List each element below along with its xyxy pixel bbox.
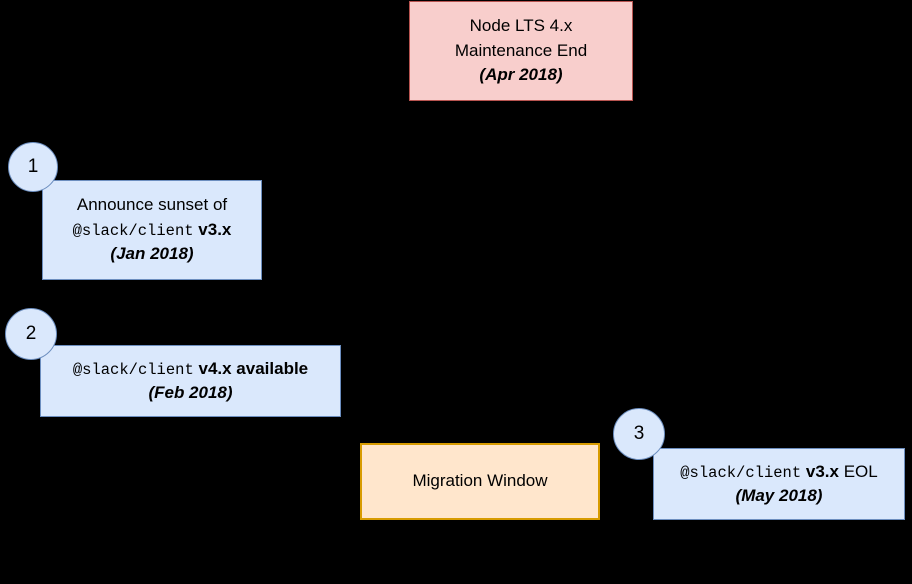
step-badge-1-label: 1	[27, 156, 39, 177]
node-v3-eol[interactable]: @slack/client v3.x EOL (May 2018)	[653, 448, 905, 520]
package-name-text: @slack/client	[680, 463, 802, 482]
step-badge-1[interactable]: 1	[8, 142, 58, 192]
version-text: v3.x	[198, 219, 232, 239]
v4-line-1: @slack/client v4.x available	[73, 357, 308, 381]
node-lts-date: (Apr 2018)	[479, 65, 563, 85]
package-name-text: @slack/client	[72, 360, 194, 379]
node-announce-sunset[interactable]: Announce sunset of @slack/client v3.x (J…	[42, 180, 262, 280]
eol-text: EOL	[843, 461, 878, 481]
eol-date: (May 2018)	[735, 486, 823, 505]
announce-line-1: Announce sunset of	[76, 195, 228, 215]
announce-line-2: @slack/client v3.x	[73, 218, 232, 242]
eol-line-1: @slack/client v3.x EOL	[680, 460, 878, 484]
step-badge-3-label: 3	[633, 423, 645, 444]
step-badge-2-label: 2	[25, 323, 37, 344]
v4-date: (Feb 2018)	[148, 383, 233, 402]
migration-window-label: Migration Window	[412, 471, 548, 491]
package-name-text: @slack/client	[72, 221, 194, 240]
node-v4-available[interactable]: @slack/client v4.x available (Feb 2018)	[40, 345, 341, 417]
node-node-lts-maintenance-end[interactable]: Node LTS 4.x Maintenance End (Apr 2018)	[409, 1, 633, 101]
announce-date: (Jan 2018)	[110, 244, 194, 264]
version-text: v3.x	[805, 461, 839, 481]
version-availability-text: v4.x available	[198, 358, 309, 378]
node-migration-window[interactable]: Migration Window	[360, 443, 600, 520]
node-lts-line-1: Node LTS 4.x	[469, 16, 573, 36]
step-badge-2[interactable]: 2	[5, 308, 57, 360]
step-badge-3[interactable]: 3	[613, 408, 665, 460]
node-lts-line-2: Maintenance End	[454, 40, 588, 60]
